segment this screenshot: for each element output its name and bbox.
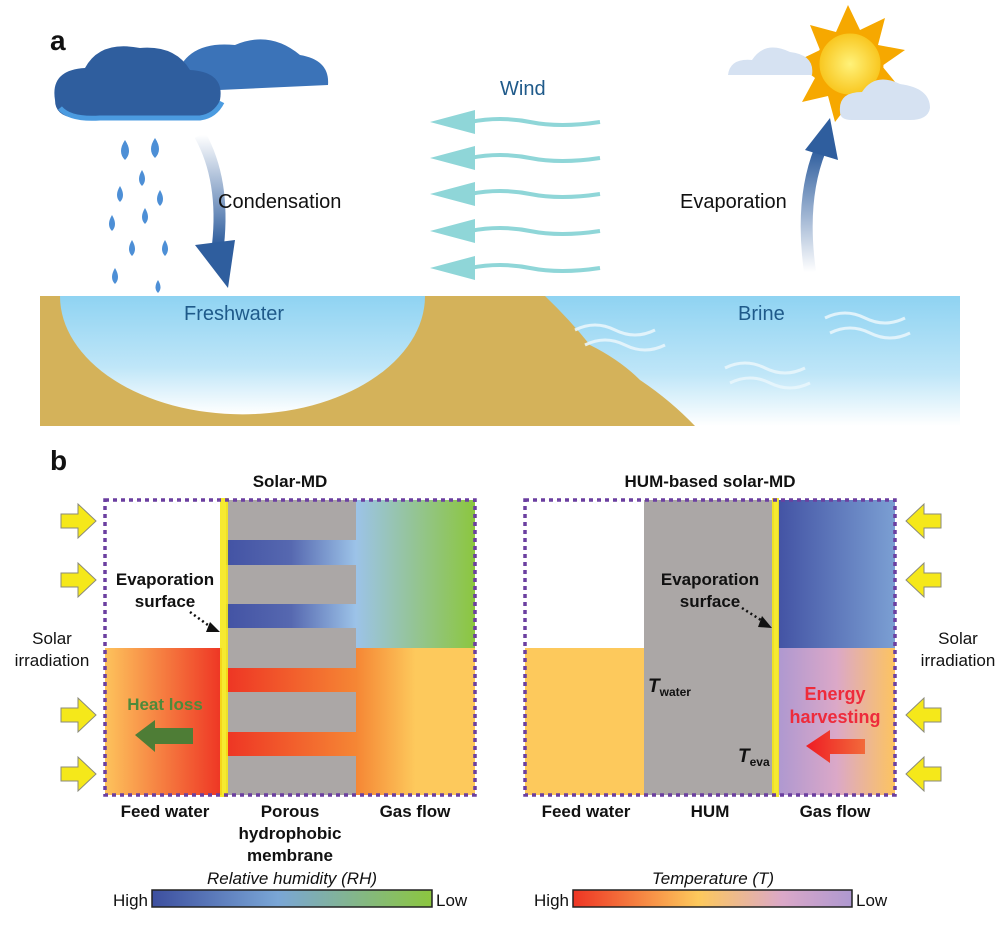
sun-icon bbox=[795, 5, 905, 122]
wind-arrows bbox=[430, 110, 601, 280]
rh-low-label: Low bbox=[436, 891, 468, 910]
freshwater-label: Freshwater bbox=[184, 303, 284, 325]
temperature-colorbar-title: Temperature (T) bbox=[652, 869, 774, 888]
panel-b-label: b bbox=[50, 445, 67, 476]
rh-high-label: High bbox=[113, 891, 148, 910]
hum-label: HUM bbox=[691, 802, 730, 821]
t-water-label: Twater bbox=[648, 676, 691, 699]
feed-water-label-right: Feed water bbox=[542, 802, 631, 821]
small-cloud-icon bbox=[728, 47, 930, 120]
temperature-colorbar: Temperature (T) High Low bbox=[534, 869, 888, 910]
condensation-arrow bbox=[194, 132, 235, 288]
wind-label: Wind bbox=[500, 78, 546, 100]
feed-water-label: Feed water bbox=[121, 802, 210, 821]
brine-label: Brine bbox=[738, 303, 785, 325]
t-eva-label: Teva bbox=[738, 746, 770, 769]
evaporation-arrow bbox=[800, 118, 838, 273]
hum-solar-md-title: HUM-based solar-MD bbox=[625, 472, 796, 491]
rh-colorbar-title: Relative humidity (RH) bbox=[207, 869, 377, 888]
heat-loss-label: Heat loss bbox=[127, 695, 203, 714]
temperature-high-label: High bbox=[534, 891, 569, 910]
gas-flow-label-right: Gas flow bbox=[800, 802, 872, 821]
raindrops bbox=[109, 138, 168, 293]
ground bbox=[40, 296, 960, 426]
energy-harvesting-arrow bbox=[806, 730, 865, 763]
cloud-icon bbox=[54, 39, 329, 121]
evaporation-label: Evaporation bbox=[680, 191, 787, 213]
irradiation-arrows-right bbox=[905, 502, 942, 793]
rh-colorbar: Relative humidity (RH) High Low bbox=[113, 869, 468, 910]
irradiation-arrows-left bbox=[60, 502, 97, 793]
temperature-low-label: Low bbox=[856, 891, 888, 910]
panel-a-label: a bbox=[50, 25, 66, 56]
solar-md-title: Solar-MD bbox=[253, 472, 328, 491]
heat-loss-arrow bbox=[135, 720, 193, 752]
gas-flow-label: Gas flow bbox=[380, 802, 452, 821]
condensation-label: Condensation bbox=[218, 191, 341, 213]
